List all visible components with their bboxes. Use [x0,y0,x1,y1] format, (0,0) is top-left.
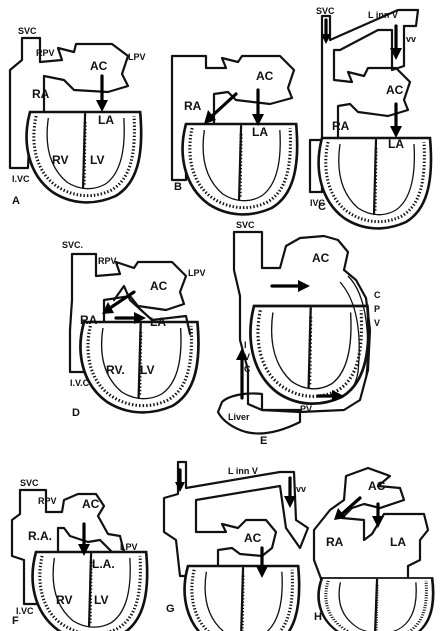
panel-a-label-8: LV [90,153,104,167]
panel-d-letter: D [72,407,80,419]
panel-f-label-7: RV [56,593,72,607]
panel-b-letter: B [174,181,182,193]
panel-a: SVC RPV AC LPV RA LA I.VC RV LV A [10,26,146,207]
panel-e-letter: E [260,435,267,447]
panel-d-label-4: RA [80,313,98,327]
panel-h: AC RA LA H [314,468,433,631]
panel-g-label-1: vv [296,484,306,494]
panel-d-label-5: LA [150,315,166,329]
panel-a-label-2: AC [90,59,108,73]
panel-b: AC RA LA B [172,56,297,214]
panel-d-label-2: LPV [188,268,206,278]
panel-c: SVC L inn V vv AC RA LA IVC C [310,6,431,228]
panel-f: SVC RPV AC LPV R.A. L.A. I.VC RV LV F [12,478,147,631]
panel-f-label-8: LV [94,593,108,607]
panel-e-label-8: Liver [228,412,250,422]
panel-f-label-3: LPV [120,542,138,552]
panel-h-label-0: AC [368,479,386,493]
panel-d-label-0: SVC. [62,240,83,250]
panel-d-label-1: RPV [98,256,117,266]
panel-c-label-0: SVC [316,6,335,16]
panel-g-label-0: L inn V [228,466,258,476]
panel-f-label-0: SVC [20,478,39,488]
panel-e-label-4: V [374,318,380,328]
panel-h-label-2: LA [390,535,406,549]
panel-f-label-4: R.A. [28,529,52,543]
panel-c-label-4: RA [332,119,350,133]
panel-e-label-2: C [374,290,381,300]
panel-a-label-1: RPV [36,48,55,58]
panel-d-label-7: RV. [106,363,125,377]
panel-e-label-7: C [244,364,251,374]
panel-a-letter: A [12,195,20,207]
panel-a-label-4: RA [32,87,50,101]
panel-c-label-5: LA [388,137,404,151]
panel-c-label-2: vv [406,34,416,44]
panel-f-label-2: AC [82,497,100,511]
panel-c-letter: C [318,201,326,213]
panel-d-label-8: LV [140,363,154,377]
panel-g: L inn V vv AC G [164,462,308,631]
panel-g-letter: G [166,603,175,615]
panel-e-label-6: V [244,352,250,362]
panel-e-label-3: P [374,304,380,314]
panel-e-label-1: AC [312,251,330,265]
panel-b-label-2: LA [252,125,268,139]
panel-d-label-3: AC [150,279,168,293]
panel-e-label-5: I [244,340,247,350]
panel-c-label-1: L inn V [368,10,398,20]
panel-h-label-1: RA [326,535,344,549]
panel-e-label-9: PV [300,404,312,414]
panel-a-label-6: I.VC [12,174,30,184]
panel-a-label-7: RV [52,153,68,167]
panel-f-label-5: L.A. [92,557,115,571]
panel-d-label-6: I.V.C [70,378,90,388]
panel-f-label-1: RPV [38,496,57,506]
panel-b-label-1: RA [184,99,202,113]
panel-f-letter: F [12,615,19,627]
panel-e: SVC AC C P V I V C Liver PV E [218,220,381,447]
panel-a-label-0: SVC [18,26,37,36]
panel-b-label-0: AC [256,69,274,83]
panel-e-label-0: SVC [236,220,255,230]
panel-a-label-3: LPV [128,52,146,62]
panel-c-label-3: AC [386,83,404,97]
panel-g-label-2: AC [244,531,262,545]
panel-a-label-5: LA [98,113,114,127]
panel-d: SVC. RPV LPV AC RA LA I.V.C RV. LV D [62,240,206,419]
panel-h-letter: H [314,611,322,623]
